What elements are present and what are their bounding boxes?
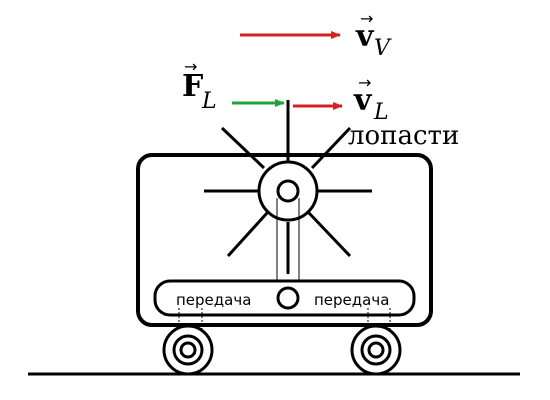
bottom-pulley xyxy=(276,286,300,310)
blade xyxy=(307,211,352,258)
force-label: F → L xyxy=(182,57,217,114)
left-wheel xyxy=(162,324,214,376)
vector-arrow-icon: → xyxy=(358,73,371,92)
wheel-hub xyxy=(179,341,197,359)
blade-velocity-subscript: L xyxy=(373,100,389,125)
force-symbol: F xyxy=(182,69,203,104)
wind-velocity-label: v → V xyxy=(355,9,392,61)
blades-label: лопасти xyxy=(348,121,459,151)
wind-velocity-symbol: v xyxy=(355,19,375,54)
wind-velocity-subscript: V xyxy=(374,36,392,61)
transmission-label-left: передача xyxy=(176,291,251,309)
blade xyxy=(310,126,352,170)
blade xyxy=(226,211,269,258)
wheel-hub xyxy=(367,341,385,359)
blade-velocity-symbol: v xyxy=(353,83,373,118)
right-wheel xyxy=(350,324,402,376)
blade xyxy=(220,126,266,170)
vector-arrow-icon: → xyxy=(184,57,197,76)
rotor-axle xyxy=(276,179,300,203)
cart-body xyxy=(136,153,433,327)
transmission-label-right: передача xyxy=(314,291,389,309)
vector-arrow-icon: → xyxy=(360,9,373,28)
blade-velocity-label: v → L xyxy=(353,73,389,125)
force-subscript: L xyxy=(201,89,217,114)
blades xyxy=(204,126,372,274)
